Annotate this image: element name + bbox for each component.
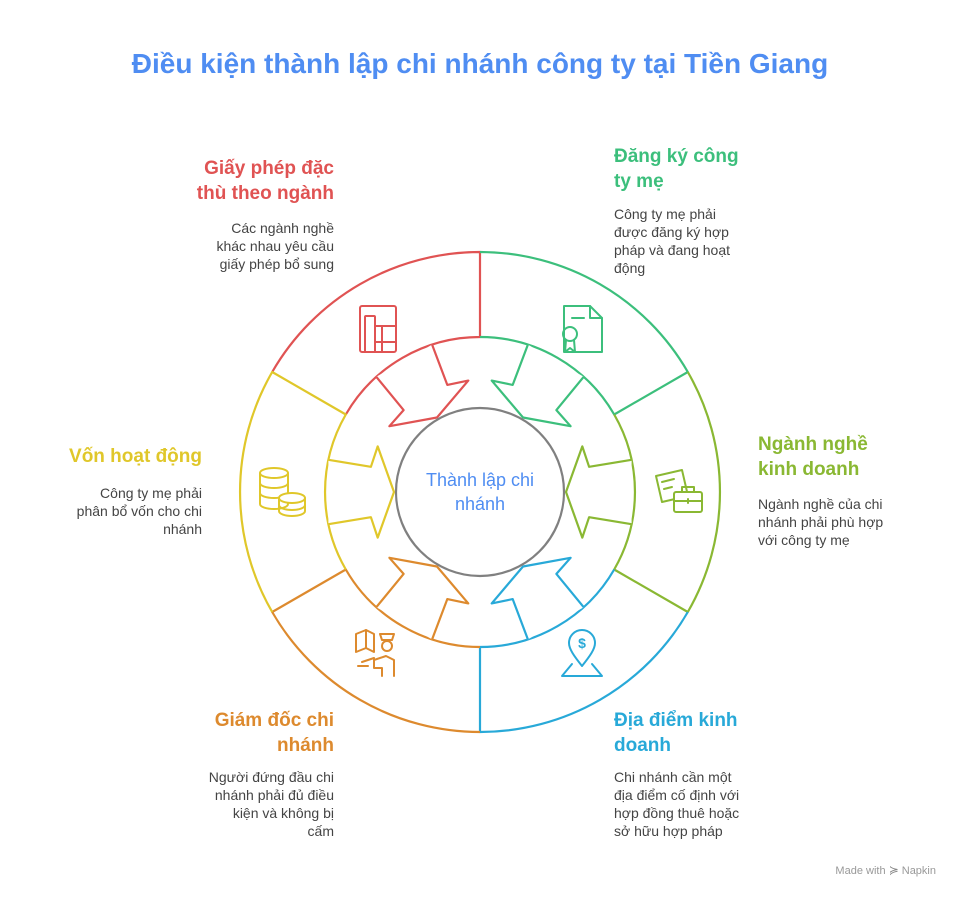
segment-director: [271, 568, 481, 734]
segment-location: [478, 568, 689, 734]
arrow-parent: [490, 344, 585, 428]
segment-business: [613, 371, 722, 614]
director-desc: Người đứng đầu chi nhánh phải đủ điều ki…: [208, 769, 334, 839]
license-desc: Các ngành nghề khác nhau yêu cầu giấy ph…: [216, 220, 334, 272]
center-label: Thành lập chi nhánh: [425, 470, 535, 514]
certificate-icon: [562, 305, 603, 353]
manager-icon: [355, 629, 395, 677]
segment-capital: [238, 370, 347, 613]
location-title: Địa điểm kinh doanh: [614, 710, 738, 756]
coins-icon: [259, 467, 306, 517]
capital-title: Vốn hoạt động: [69, 446, 202, 467]
arrow-business: [564, 445, 632, 539]
segment-parent: [479, 250, 689, 416]
napkin-logo-icon: ≽: [888, 863, 899, 877]
business-title: Ngành nghề kinh doanh: [758, 434, 868, 480]
arrow-director: [375, 556, 470, 640]
location-pin-icon: $: [561, 629, 603, 677]
parent-desc: Công ty mẹ phải được đăng ký hợp pháp và…: [614, 206, 730, 276]
page-title: Điều kiện thành lập chi nhánh công ty tạ…: [131, 48, 829, 79]
arrow-license: [375, 344, 470, 428]
license-title: Giấy phép đặc thù theo ngành: [196, 158, 334, 204]
location-desc: Chi nhánh cần một địa điểm cố định với h…: [614, 769, 740, 839]
briefcase-icon: [655, 469, 703, 513]
capital-desc: Công ty mẹ phải phân bổ vốn cho chi nhán…: [76, 485, 202, 537]
document-icon: [359, 305, 397, 353]
parent-title: Đăng ký công ty mẹ: [614, 146, 739, 192]
footer-attribution: Made with ≽ Napkin: [835, 863, 936, 877]
center-circle: [394, 406, 566, 578]
segment-license: [271, 250, 482, 416]
svg-text:$: $: [578, 635, 586, 651]
business-desc: Ngành nghề của chi nhánh phải phù hợp vớ…: [758, 496, 884, 548]
director-title: Giám đốc chi nhánh: [214, 710, 334, 756]
arrow-capital: [328, 445, 396, 539]
arrow-location: [490, 556, 585, 640]
